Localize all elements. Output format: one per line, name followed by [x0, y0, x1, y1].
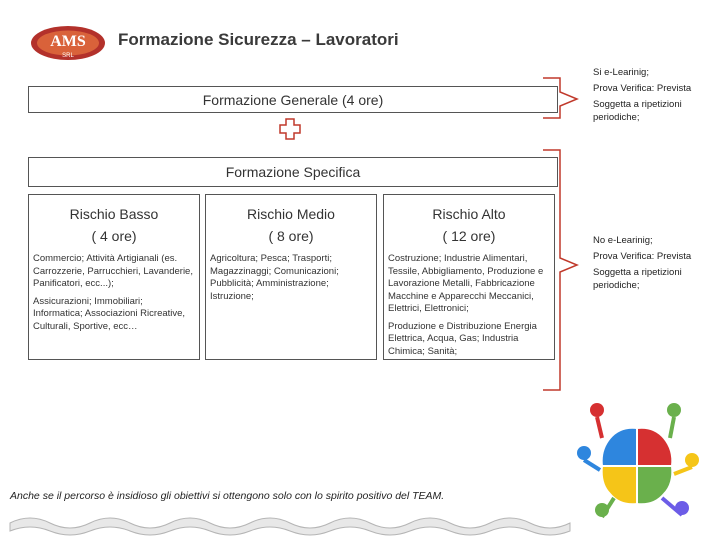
specific-training-label: Formazione Specifica: [225, 164, 361, 180]
risk-medium-paragraph: Agricoltura; Pesca; Trasporti; Magazzina…: [210, 253, 339, 302]
motto-text: Anche se il percorso è insidioso gli obi…: [10, 490, 445, 502]
risk-high-column: Rischio Alto ( 12 ore) Costruzione; Indu…: [383, 194, 555, 360]
page-title: Formazione Sicurezza – Lavoratori: [118, 30, 399, 49]
risk-medium-title: Rischio Medio: [247, 206, 335, 222]
risk-medium-column: Rischio Medio ( 8 ore) Agricoltura; Pesc…: [205, 194, 377, 360]
general-verification: Prova Verifica: Prevista: [593, 83, 692, 94]
risk-low-title: Rischio Basso: [69, 206, 159, 222]
risk-medium-description: Agricoltura; Pesca; Trasporti; Magazzina…: [206, 247, 376, 303]
team-puzzle-illustration: [562, 398, 712, 533]
risk-low-hours: ( 4 ore): [91, 228, 137, 244]
specific-training-box: Formazione Specifica: [28, 157, 558, 187]
logo-subtext: SRL: [62, 53, 74, 59]
general-side-note: Si e-Learinig; Prova Verifica: Prevista …: [593, 66, 718, 124]
general-repetition: Soggetta a ripetizioni periodiche;: [593, 99, 682, 123]
logo-text: AMS: [50, 33, 86, 50]
general-training-label: Formazione Generale (4 ore): [202, 92, 384, 108]
general-bracket: [543, 77, 579, 119]
specific-verification: Prova Verifica: Prevista: [593, 251, 692, 262]
risk-low-header: Rischio Basso ( 4 ore): [29, 195, 199, 247]
risk-high-header: Rischio Alto ( 12 ore): [384, 195, 554, 247]
risk-high-title: Rischio Alto: [432, 206, 506, 222]
company-logo: AMS SRL: [30, 24, 106, 62]
risk-low-description: Commercio; Attività Artigianali (es. Car…: [29, 247, 199, 333]
risk-high-description: Costruzione; Industrie Alimentari, Tessi…: [384, 247, 554, 358]
risk-medium-header: Rischio Medio ( 8 ore): [206, 195, 376, 247]
risk-high-hours: ( 12 ore): [442, 228, 496, 244]
specific-elearning: No e-Learinig;: [593, 235, 653, 246]
specific-repetition: Soggetta a ripetizioni periodiche;: [593, 267, 682, 291]
risk-high-paragraph: Produzione e Distribuzione Energia Elett…: [388, 320, 537, 357]
risk-high-paragraph: Costruzione; Industrie Alimentari, Tessi…: [388, 253, 544, 314]
risk-medium-hours: ( 8 ore): [268, 228, 314, 244]
decorative-chain-footer: [0, 505, 720, 540]
risk-low-column: Rischio Basso ( 4 ore) Commercio; Attivi…: [28, 194, 200, 360]
plus-icon: [279, 118, 301, 140]
risk-low-paragraph: Commercio; Attività Artigianali (es. Car…: [33, 253, 193, 289]
risk-low-paragraph: Assicurazioni; Immobiliari; Informatica;…: [33, 295, 186, 332]
specific-side-note: No e-Learinig; Prova Verifica: Prevista …: [593, 234, 718, 292]
general-elearning: Si e-Learinig;: [593, 67, 649, 78]
general-training-box: Formazione Generale (4 ore): [28, 86, 558, 113]
specific-bracket: [543, 149, 579, 391]
